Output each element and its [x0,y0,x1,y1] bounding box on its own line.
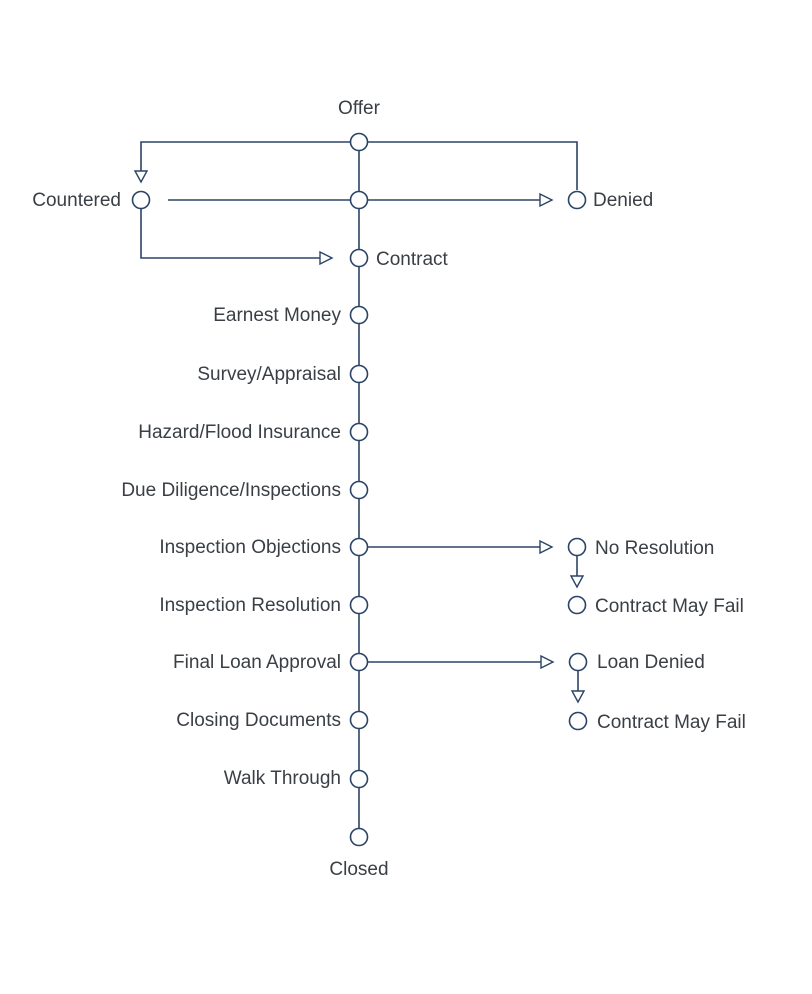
countered-to-contract-connector [140,209,320,259]
arrow-to-loan-denied [540,654,555,670]
label-survey-appraisal: Survey/Appraisal [197,364,341,385]
node-due-diligence [349,480,369,500]
label-earnest-money: Earnest Money [213,305,341,326]
arrow-to-contract-may-fail-1 [569,575,585,589]
node-contract-may-fail-1 [567,595,587,615]
node-countered [131,190,151,210]
node-contract-may-fail-2 [568,711,588,731]
label-denied: Denied [593,190,653,211]
label-hazard-flood-insurance: Hazard/Flood Insurance [138,422,341,443]
label-offer: Offer [338,98,381,119]
label-inspection-resolution: Inspection Resolution [159,595,341,616]
node-walk-through [349,769,369,789]
offer-to-countered-connector [140,141,350,172]
label-closing-documents: Closing Documents [176,710,341,731]
label-inspection-objections: Inspection Objections [159,537,341,558]
node-survey-appraisal [349,364,369,384]
label-due-diligence: Due Diligence/Inspections [121,480,341,501]
label-countered: Countered [32,190,121,211]
node-contract [349,248,369,268]
arrow-to-denied [539,192,554,208]
node-offer [349,132,369,152]
offer-to-denied-connector [368,141,578,190]
label-loan-denied: Loan Denied [597,652,705,673]
arrow-to-contract [319,250,334,266]
label-closed: Closed [329,859,388,880]
arrow-to-countered [133,170,149,184]
node-inspection-resolution [349,595,369,615]
node-loan-denied [568,652,588,672]
node-denied [567,190,587,210]
label-contract: Contract [376,249,449,270]
label-contract-may-fail-2: Contract May Fail [597,712,746,733]
node-no-resolution [567,537,587,557]
arrow-to-contract-may-fail-2 [570,690,586,704]
node-closing-documents [349,710,369,730]
node-hazard-flood-insurance [349,422,369,442]
label-walk-through: Walk Through [224,768,341,789]
node-negotiation [349,190,369,210]
label-no-resolution: No Resolution [595,538,714,559]
node-final-loan-approval [349,652,369,672]
node-earnest-money [349,305,369,325]
label-final-loan-approval: Final Loan Approval [173,652,341,673]
node-inspection-objections [349,537,369,557]
node-closed [349,827,369,847]
arrow-to-no-resolution [539,539,554,555]
label-contract-may-fail-1: Contract May Fail [595,596,744,617]
